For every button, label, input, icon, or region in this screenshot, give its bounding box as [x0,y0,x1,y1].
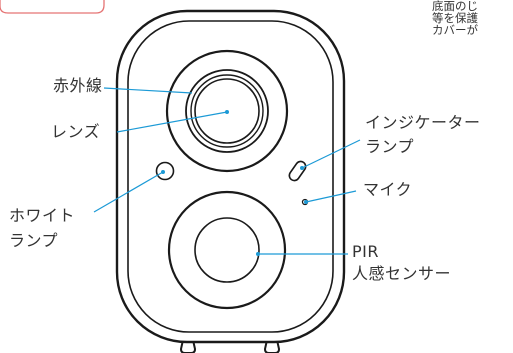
label-pir-line2: 人感センサー [352,264,452,283]
indicator-lamp [288,160,307,182]
camera-foot-right [263,339,281,353]
leader-mic [305,190,357,203]
label-mic: マイク [363,180,413,199]
corner-callout-box [0,0,105,14]
camera-foot-left [179,339,197,353]
lens-outer-ring [165,49,289,173]
label-white-lamp-line2: ランプ [9,231,59,250]
label-pir-line1: PIR [352,242,379,261]
corner-note-line2: 等を保護 [432,11,478,25]
label-white-lamp-line1: ホワイト [9,206,76,225]
infrared-ring [185,69,269,153]
white-lamp [155,161,175,181]
label-infrared: 赤外線 [53,76,103,95]
camera-body-inner [127,20,334,333]
lens-ring-inner [190,74,264,148]
label-indicator-line1: インジケーター [365,113,481,132]
dot-mic [304,200,308,204]
dot-indicator [300,166,304,170]
pir-sensor-outer [167,190,287,310]
label-indicator-line2: ランプ [365,137,415,156]
leader-lens [116,111,228,133]
leader-white-lamp [93,171,164,213]
label-lens: レンズ [51,122,101,141]
dot-white-lamp [161,170,165,174]
lens-ring-core [194,78,260,144]
leader-infrared [103,87,193,94]
corner-note-line3: カバーが [432,23,478,37]
corner-note-line1: 底面のじ [432,0,478,13]
dot-pir [256,252,260,256]
pir-sensor-inner [194,217,260,283]
leader-indicator-lamp [301,139,361,169]
dot-lens [225,110,229,114]
camera-body-outer [115,9,346,344]
